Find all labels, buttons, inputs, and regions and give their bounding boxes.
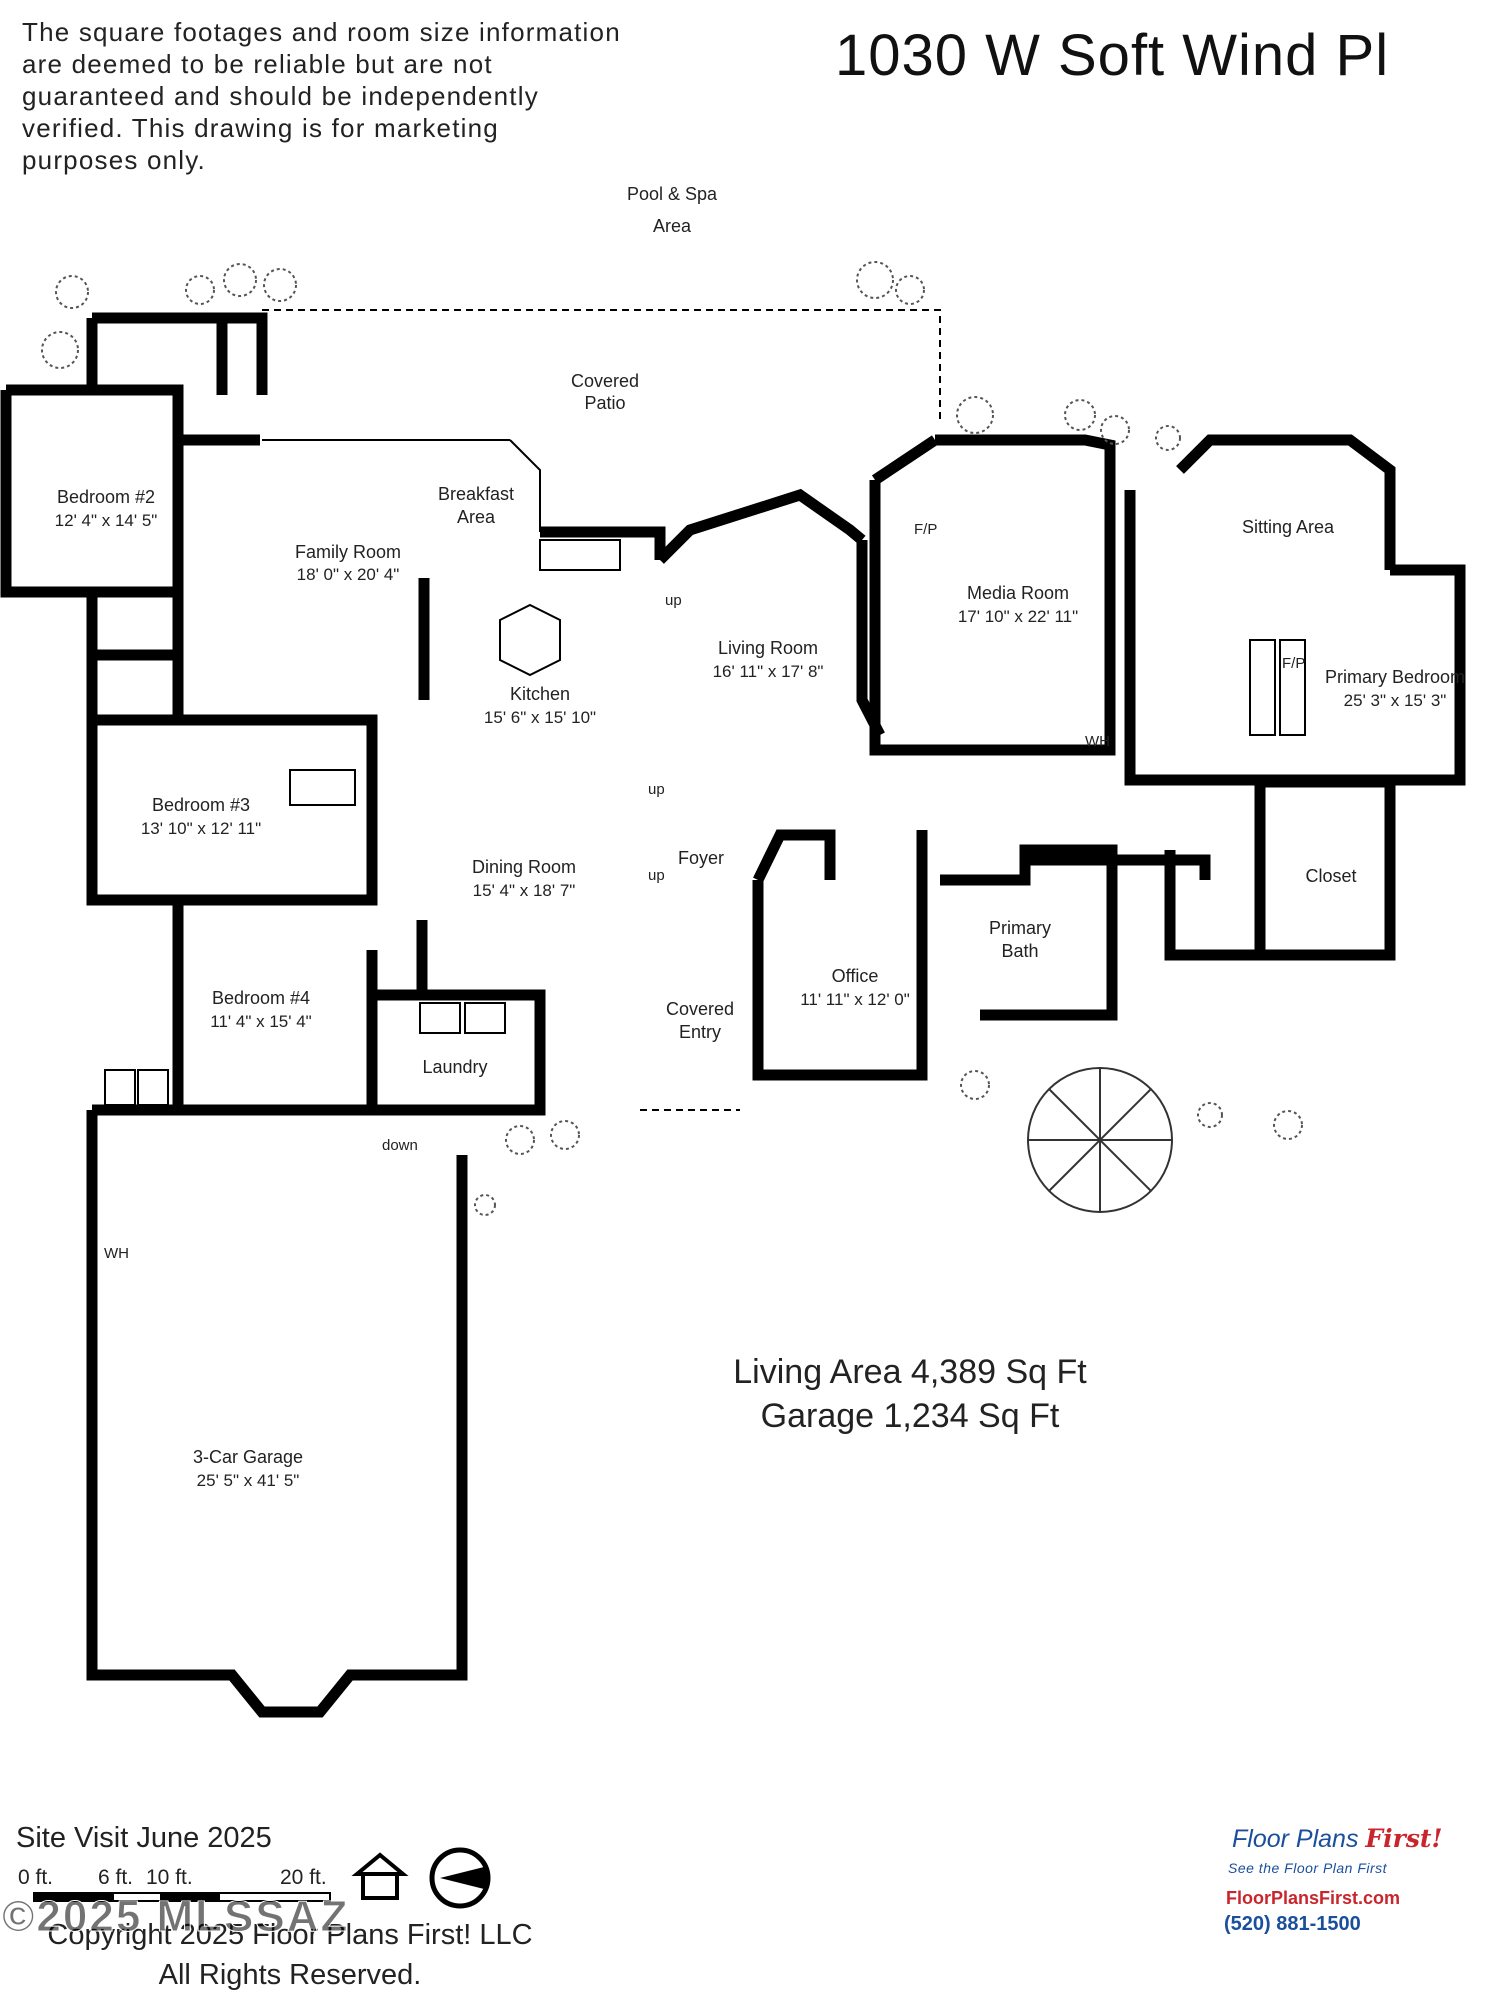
label-dining-room: Dining Room (472, 857, 576, 877)
label-foyer: Foyer (678, 848, 724, 868)
scale-bar (33, 1892, 331, 1902)
scale-label-20: 20 ft. (280, 1866, 327, 1889)
label-breakfast-2: Area (457, 507, 496, 527)
label-wh-2: WH (104, 1245, 129, 1262)
label-fp-1: F/P (914, 521, 937, 538)
label-covered-entry-1: Covered (666, 999, 734, 1019)
label-bedroom4-dim: 11' 4" x 15' 4" (210, 1012, 311, 1031)
fixtures (104, 539, 1306, 1106)
label-wh-1: WH (1085, 733, 1110, 750)
label-covered-entry-2: Entry (679, 1022, 721, 1042)
label-breakfast-1: Breakfast (438, 484, 514, 504)
label-primary-bath-1: Primary (989, 918, 1051, 938)
label-office: Office (832, 966, 879, 986)
disclaimer-text: The square footages and room size inform… (22, 17, 621, 175)
brand-logo-name: Floor Plans (1232, 1825, 1359, 1853)
tree-icon (1027, 1067, 1173, 1213)
label-closet: Closet (1305, 866, 1356, 886)
garage-area: Garage 1,234 Sq Ft (760, 1397, 1060, 1435)
brand-website: FloorPlansFirst.com (1226, 1888, 1401, 1908)
copyright-line-1: Copyright 2025 Floor Plans First! LLC (47, 1919, 533, 1951)
scale-label-10: 10 ft. (146, 1866, 193, 1889)
shrub-icon (41, 261, 1303, 1216)
area-summary: Living Area 4,389 Sq Ft Garage 1,234 Sq … (700, 1350, 1120, 1438)
label-bedroom2-dim: 12' 4" x 14' 5" (55, 511, 158, 530)
north-arrow-icon (429, 1847, 491, 1909)
wall-lines (0, 312, 1466, 1718)
scale-label-0: 0 ft. (18, 1866, 54, 1889)
label-down: down (382, 1137, 418, 1154)
property-address: 1030 W Soft Wind Pl (835, 23, 1390, 88)
site-visit: Site Visit June 2025 (16, 1822, 272, 1854)
label-up-3: up (648, 867, 665, 884)
label-bedroom3-dim: 13' 10" x 12' 11" (141, 819, 261, 838)
label-laundry: Laundry (422, 1057, 487, 1077)
brand-logo-first: First! (1365, 1824, 1443, 1853)
label-family-room: Family Room (295, 542, 401, 562)
label-bedroom4: Bedroom #4 (212, 988, 310, 1008)
label-garage-dim: 25' 5" x 41' 5" (197, 1471, 300, 1490)
label-covered-patio-1: Covered (571, 371, 639, 391)
label-bedroom3: Bedroom #3 (152, 795, 250, 815)
label-sitting-area: Sitting Area (1242, 517, 1335, 537)
window-lines (262, 309, 941, 1111)
copyright-line-2: All Rights Reserved. (158, 1959, 422, 1991)
label-pool-spa-1: Pool & Spa (627, 184, 718, 204)
label-office-dim: 11' 11" x 12' 0" (800, 990, 910, 1009)
brand-logo: Floor Plans First! (1232, 1824, 1442, 1854)
living-area: Living Area 4,389 Sq Ft (733, 1353, 1087, 1391)
label-bedroom2: Bedroom #2 (57, 487, 155, 507)
label-media-room-dim: 17' 10" x 22' 11" (958, 607, 1078, 626)
label-kitchen-dim: 15' 6" x 15' 10" (484, 708, 596, 727)
label-pool-spa-2: Area (653, 216, 692, 236)
brand-phone: (520) 881-1500 (1224, 1913, 1361, 1935)
label-kitchen: Kitchen (510, 684, 570, 704)
label-covered-patio-2: Patio (584, 393, 625, 413)
label-media-room: Media Room (967, 583, 1069, 603)
brand-tagline: See the Floor Plan First (1228, 1860, 1388, 1876)
label-dining-room-dim: 15' 4" x 18' 7" (473, 881, 576, 900)
equal-housing-icon (351, 1852, 409, 1900)
label-family-room-dim: 18' 0" x 20' 4" (297, 565, 400, 584)
label-living-room-dim: 16' 11" x 17' 8" (713, 662, 824, 681)
watermark: ©2025 MLSSAZ (1, 1892, 350, 1942)
label-primary-bedroom: Primary Bedroom (1325, 667, 1465, 687)
label-primary-bedroom-dim: 25' 3" x 15' 3" (1344, 691, 1447, 710)
label-garage: 3-Car Garage (193, 1447, 303, 1467)
label-fp-2: F/P (1282, 655, 1305, 672)
label-living-room: Living Room (718, 638, 818, 658)
label-up-1: up (665, 592, 682, 609)
label-primary-bath-2: Bath (1001, 941, 1038, 961)
scale-label-6: 6 ft. (98, 1866, 134, 1889)
label-up-2: up (648, 781, 665, 798)
copyright: Copyright 2025 Floor Plans First! LLC Al… (20, 1915, 560, 1995)
